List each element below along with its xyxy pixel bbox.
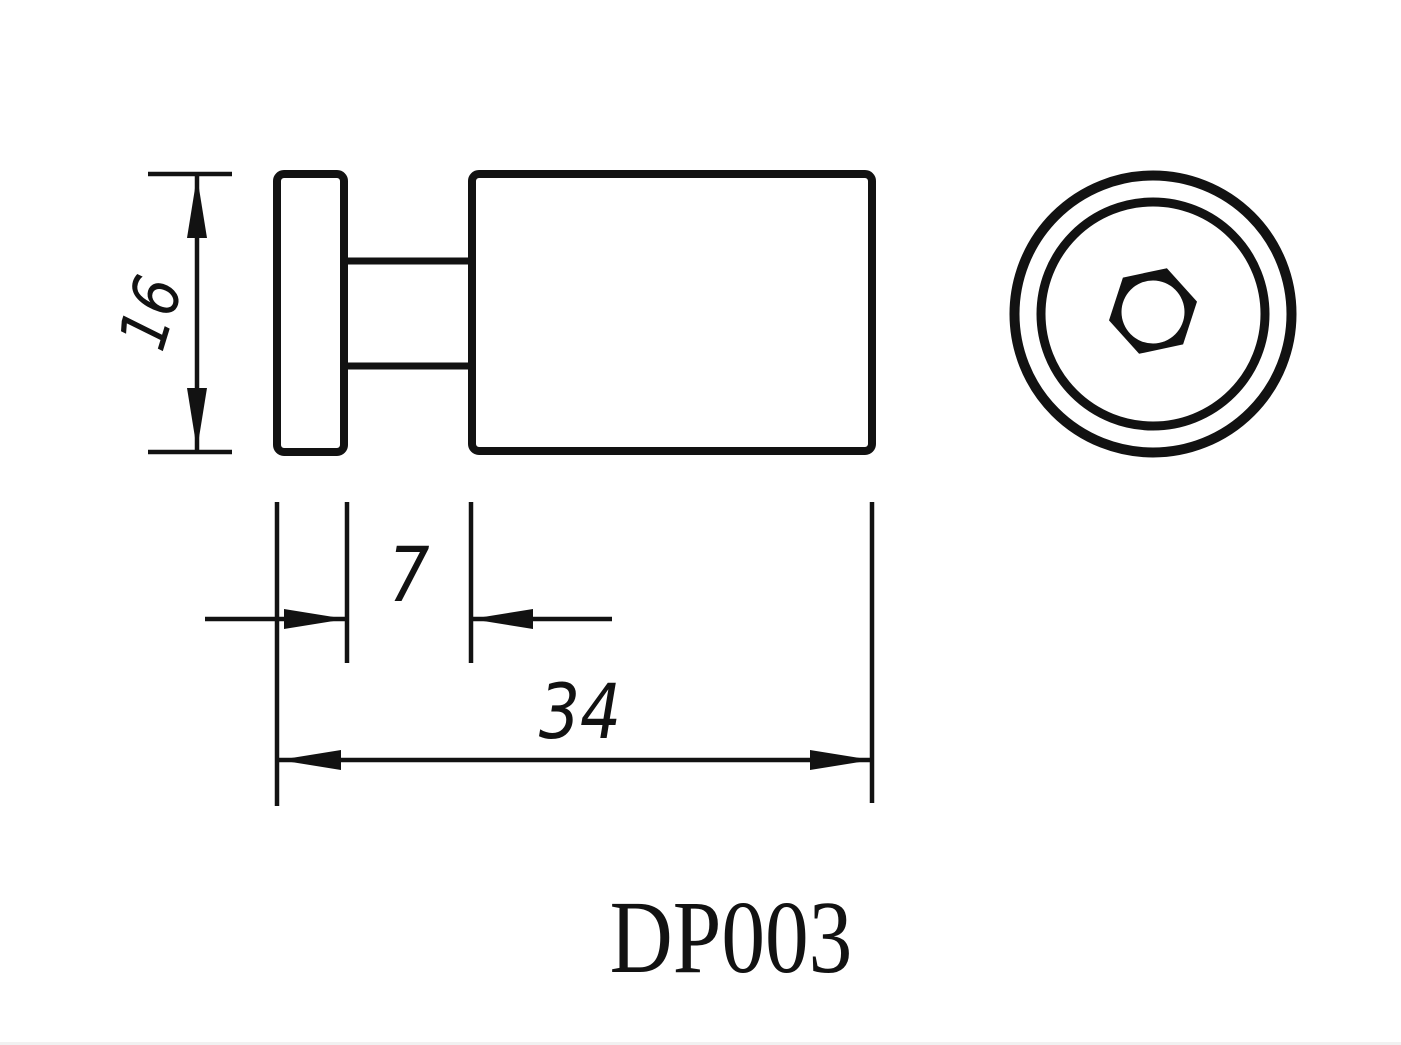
outer-diameter-circle <box>1009 170 1297 458</box>
flange-outline <box>273 170 348 456</box>
hex-socket-bore <box>1121 280 1185 344</box>
dim-7-value: 7 <box>388 531 429 619</box>
sheet-bottom-edge <box>0 1042 1401 1045</box>
body-outline <box>468 170 876 455</box>
dim-7-arrow-left <box>284 609 346 629</box>
dim-7-arrow-right <box>471 609 533 629</box>
dimension-7: 7 <box>205 502 612 806</box>
dim-16-arrow-up <box>187 176 207 238</box>
dim-16-value: 16 <box>104 268 198 359</box>
dim-34-value: 34 <box>539 668 621 756</box>
dim-34-arrow-right <box>810 750 872 770</box>
side-view <box>273 170 876 456</box>
front-view <box>1009 170 1297 458</box>
part-number-label: DP003 <box>610 879 853 995</box>
dim-16-arrow-down <box>187 388 207 450</box>
dimension-34: 34 <box>279 502 875 803</box>
inner-diameter-circle <box>1036 197 1270 431</box>
dim-34-arrow-left <box>279 750 341 770</box>
dimension-16: 16 <box>104 171 232 455</box>
